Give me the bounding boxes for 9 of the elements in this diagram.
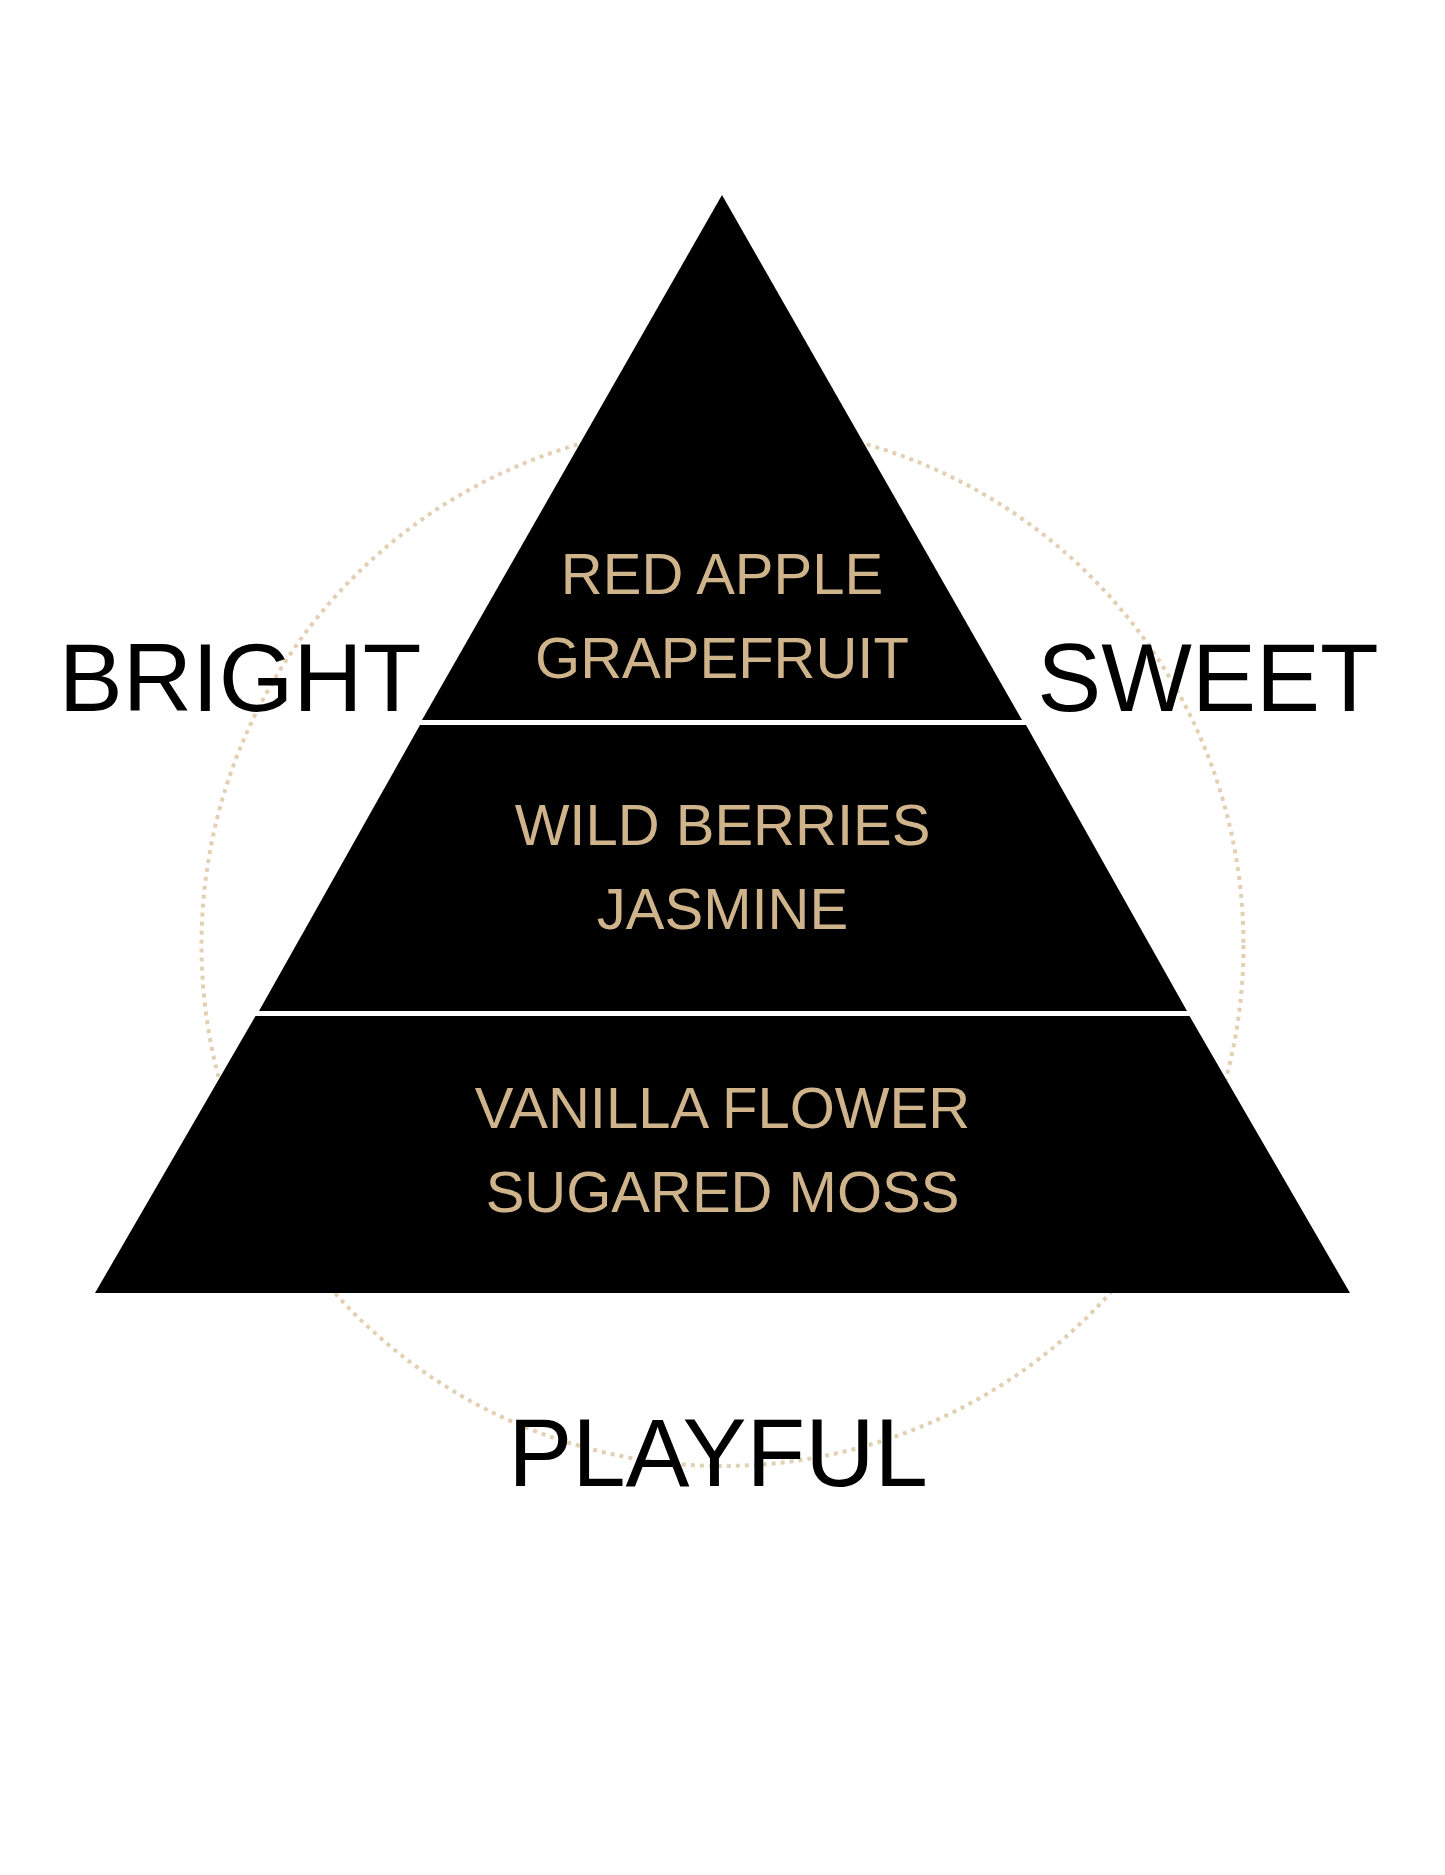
note-text: VANILLA FLOWER	[474, 1074, 971, 1142]
note-text: GRAPEFRUIT	[535, 624, 909, 692]
axis-label: PLAYFUL	[508, 1400, 928, 1506]
note-text: WILD BERRIES	[514, 791, 931, 859]
axis-label: BRIGHT	[58, 625, 422, 731]
note-text: JASMINE	[596, 875, 849, 943]
axis-label: SWEET	[1037, 625, 1379, 731]
note-text: RED APPLE	[560, 540, 884, 608]
note-text: SUGARED MOSS	[485, 1158, 960, 1226]
